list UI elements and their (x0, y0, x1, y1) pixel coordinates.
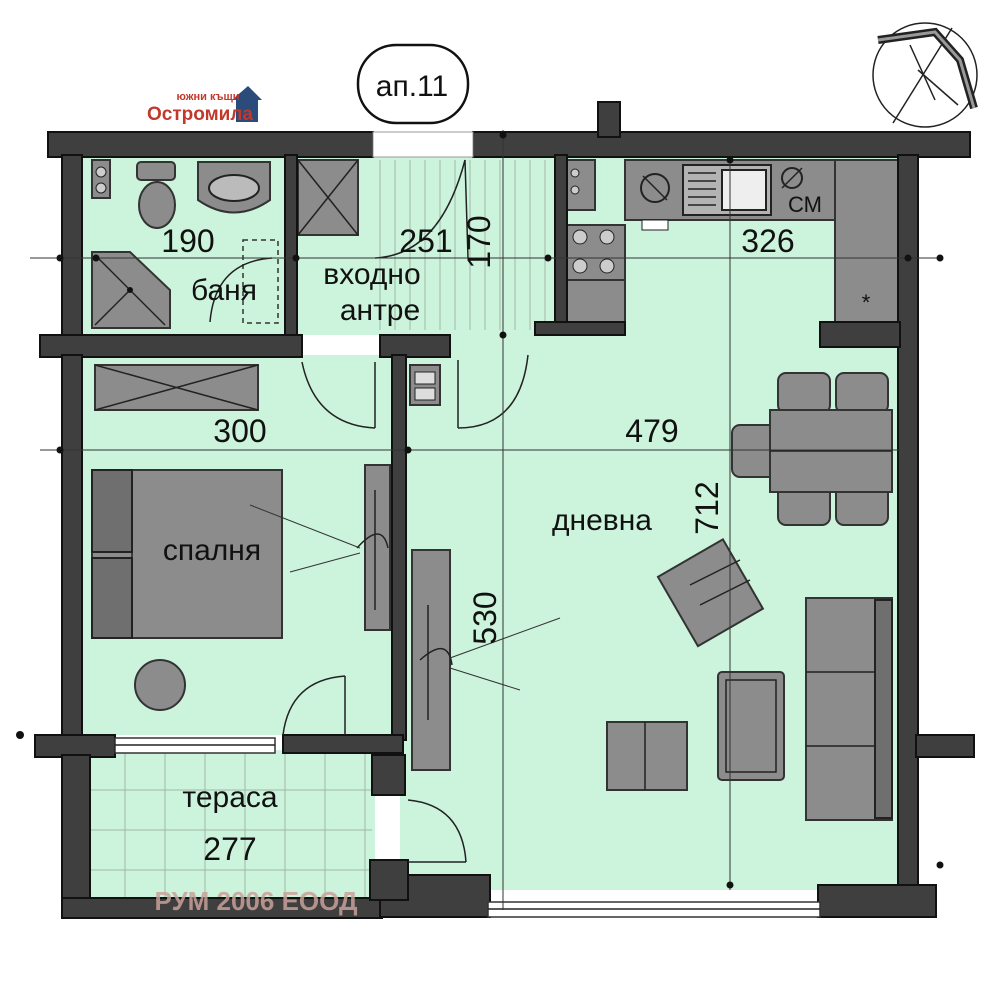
entrance-dimension-w: 251 (399, 223, 452, 259)
bath-door-dashed (242, 239, 279, 324)
wall-top-right (472, 131, 971, 158)
compass-icon (872, 22, 978, 128)
wall-left-terrace (61, 754, 91, 916)
tv-stand (411, 549, 451, 771)
wall-entrance-kitchen (554, 154, 568, 336)
wall-bottom-right (817, 884, 937, 918)
kitchen-dimension: 326 (741, 223, 794, 259)
terrace-floor (80, 750, 375, 900)
terrace-label: тераса (182, 781, 277, 814)
coffee-table (717, 671, 785, 781)
wall-kitchen-bottom (534, 321, 626, 336)
kitchen-sink-icon (682, 164, 772, 216)
watermark: РУМ 2006 ЕООД (154, 886, 358, 916)
wall-left-bedroom (61, 354, 83, 736)
wall-bath-entrance (284, 154, 298, 336)
dishwasher-icon (781, 167, 803, 189)
living-terrace-door-swing (407, 799, 467, 863)
wall-left-terrace-top (34, 734, 116, 758)
entrance-door-swing (374, 159, 466, 259)
living-dimension-w: 479 (625, 413, 678, 449)
doors (209, 159, 529, 863)
apartment-label: ап.11 (376, 70, 448, 103)
entrance-doorway (372, 131, 474, 158)
wall-right-stub (915, 734, 975, 758)
labels: 190 баня 251 170 входно антре 326 СМ 300… (161, 192, 822, 867)
sink-icon (197, 161, 271, 214)
logo-house-icon (232, 86, 262, 100)
bathroom-dimension: 190 (161, 223, 214, 259)
bedroom-tv-stand (364, 464, 391, 631)
logo: южни къщи Остромила (147, 86, 262, 125)
wall-terrace-stub (371, 754, 406, 796)
bed (91, 469, 283, 639)
toilet-icon (136, 161, 176, 229)
wall-bedroom-bottom (282, 734, 404, 754)
living-door-swing (457, 354, 529, 429)
terrace-door-swing (282, 675, 346, 736)
bedroom-label: спалня (163, 534, 261, 567)
corridor-dimension: 300 (213, 413, 266, 449)
logo-main-text: Остромила (147, 104, 253, 125)
wall-right (897, 154, 919, 896)
shower-icon (91, 251, 171, 329)
entrance-label-line1: входно (323, 258, 420, 291)
wall-bedroom-living (391, 354, 407, 741)
sofa (805, 597, 893, 821)
entrance-tiles (379, 160, 546, 330)
fridge-mark: * (862, 290, 871, 315)
living-dimension-h: 712 (689, 481, 725, 534)
wall-bath-bedroom (39, 334, 303, 358)
kitchen-cabinet (564, 159, 596, 211)
wall-top-left (47, 131, 374, 158)
bath-door-swing (209, 257, 273, 323)
bathroom-label: баня (191, 274, 257, 307)
logo-top-text: южни къщи (176, 91, 239, 103)
washing-machine-label: СМ (788, 192, 822, 217)
wall-corridor-stub (379, 334, 451, 358)
kitchen-shelf (641, 219, 669, 231)
entrance-dimension-h: 170 (461, 215, 497, 268)
ottoman (606, 721, 688, 791)
living-label: дневна (552, 504, 652, 537)
wall-top-notch (597, 101, 621, 138)
bedroom-door-swing (301, 361, 376, 429)
terrace-dimension: 277 (203, 831, 256, 867)
dining-set (731, 372, 893, 526)
apartment-badge: ап.11 (356, 43, 470, 125)
terrace-tiles (85, 752, 372, 900)
furniture: * (91, 159, 901, 821)
stove-icon (640, 173, 670, 203)
cooktop (564, 224, 626, 281)
entrance-label-line2: антре (340, 294, 420, 327)
dimension-lines (16, 130, 944, 910)
wall-left-bath (61, 154, 83, 336)
wall-terrace-corner (369, 859, 409, 901)
living-dimension-tv: 530 (467, 591, 503, 644)
wall-kitchen-right (819, 321, 901, 348)
round-table (134, 659, 186, 711)
